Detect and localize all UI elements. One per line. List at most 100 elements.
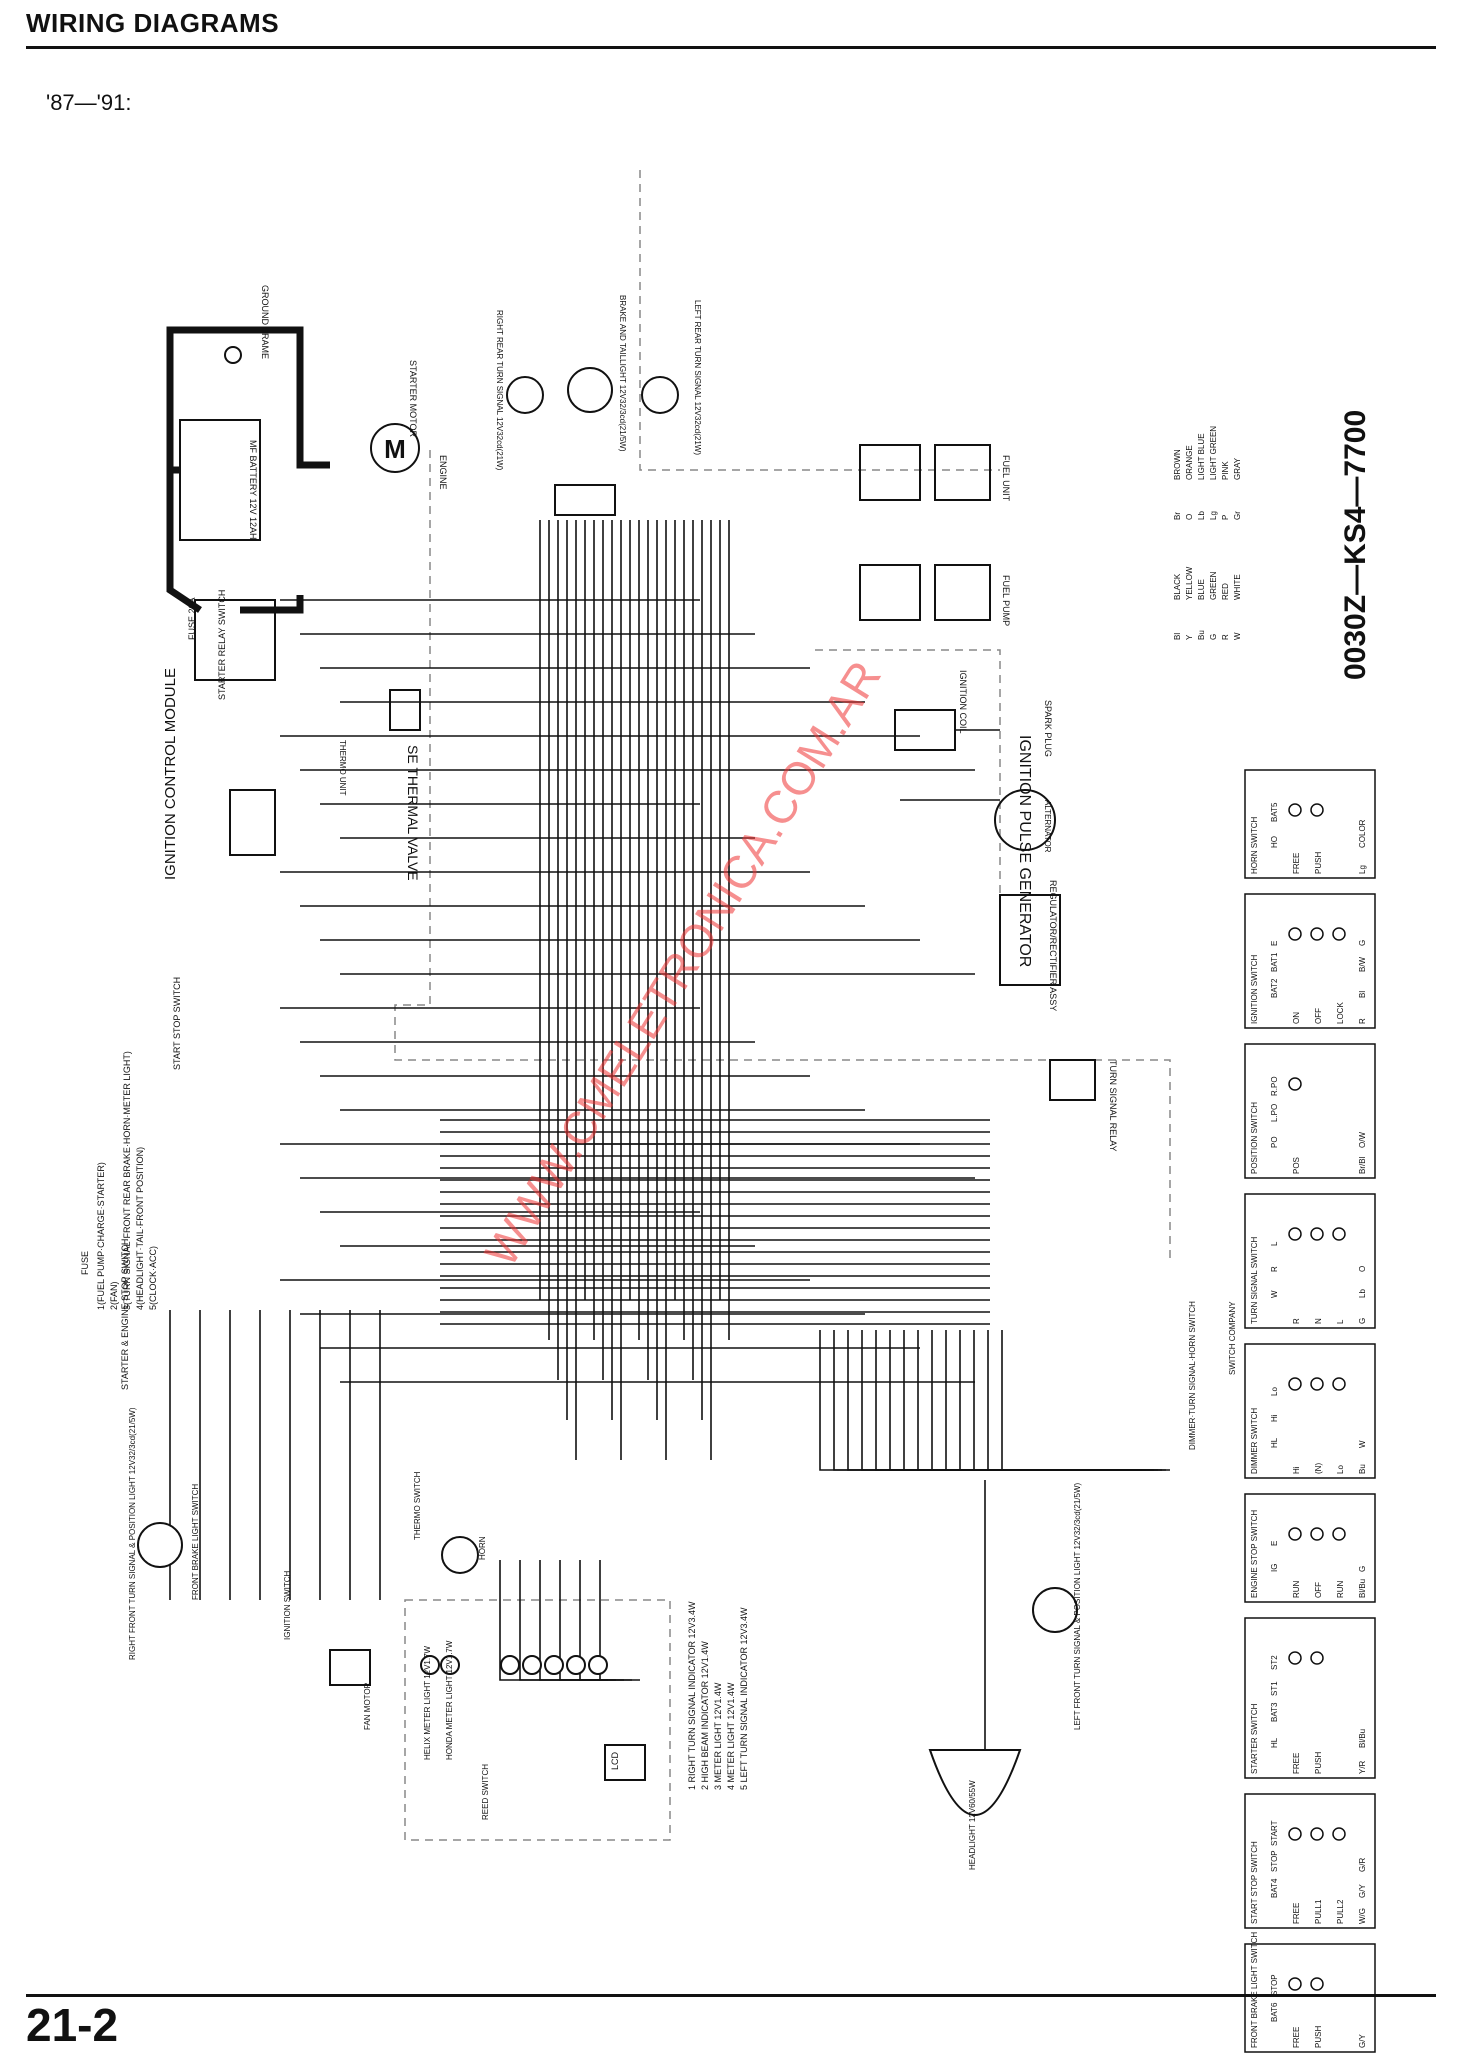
switch-contact-icon: [1310, 1977, 1324, 1991]
switch-contact-icon: [1332, 927, 1346, 941]
switch-table-color: Bl/Bu: [1358, 1729, 1367, 1748]
wire-front: [833, 1330, 1166, 1471]
label-fuse: FUSE: [80, 1251, 90, 1275]
label-ignition-pulse: IGNITION PULSE GENERATOR: [1016, 735, 1033, 967]
switch-table-frame: [1244, 1793, 1376, 1929]
model-years: '87—'91:: [46, 90, 132, 115]
switch-table-color: O/W: [1358, 1132, 1367, 1148]
switch-contact-icon: [1310, 1527, 1324, 1541]
color-code: P: [1221, 515, 1230, 520]
wire-front: [987, 1330, 1122, 1471]
switch-table-row: PUSH: [1314, 2026, 1323, 2048]
switch-table-col: BAT6: [1270, 2002, 1279, 2022]
switch-table-color: W/G: [1358, 1908, 1367, 1924]
page-header: WIRING DIAGRAMS: [26, 8, 280, 38]
switch-table-col: STOP: [1270, 1974, 1279, 1996]
switch-table-frame: [1244, 1493, 1376, 1603]
switch-table-col: HO: [1270, 836, 1279, 848]
switch-contact-icon: [1288, 1377, 1302, 1391]
switch-table-col: L.PO: [1270, 1104, 1279, 1122]
color-code: Br: [1173, 512, 1182, 520]
label-honda-light: HONDA METER LIGHT 12V1.7W: [445, 1640, 454, 1760]
label-front-turn-right: RIGHT FRONT TURN SIGNAL & POSITION LIGHT…: [128, 1407, 137, 1660]
label-thermal-valve: SE THERMAL VALVE: [405, 745, 421, 881]
switch-table-color: R: [1358, 1018, 1367, 1024]
label-fuse-item: 4(HEADLIGHT·TAIL·FRONT POSITION): [135, 1147, 145, 1310]
ignition-module-icon: [229, 789, 276, 856]
switch-table-color: Bl: [1358, 991, 1367, 998]
label-fuel-pump: FUEL PUMP: [1001, 575, 1011, 626]
label-dimmer-cluster: DIMMER·TURN SIGNAL·HORN SWITCH: [1188, 1301, 1197, 1450]
switch-table-col: E: [1270, 1541, 1279, 1546]
label-starter-motor: STARTER MOTOR: [408, 360, 418, 438]
switch-table-row: L: [1336, 1319, 1345, 1324]
label-indicator: 5 LEFT TURN SIGNAL INDICATOR 12V3.4W: [739, 1607, 749, 1790]
label-ignition-module: IGNITION CONTROL MODULE: [162, 668, 179, 880]
rear-bulbs: [506, 367, 679, 516]
label-fuse-item: 2(FAN): [109, 1281, 119, 1310]
color-code: Bu: [1197, 630, 1206, 640]
switch-table-title: TURN SIGNAL SWITCH: [1250, 1237, 1259, 1324]
starter-motor-icon: [370, 423, 420, 473]
watermark: WWW.CMELETRONICA.COM.AR: [474, 652, 891, 1276]
switch-table-color: Lg: [1358, 865, 1367, 874]
switch-table-title: START STOP SWITCH: [1250, 1841, 1259, 1924]
color-name: YELLOW: [1185, 566, 1194, 600]
label-regulator: REGULATOR/RECTIFIER ASSY: [1048, 880, 1058, 1011]
switch-table-col: PO: [1270, 1136, 1279, 1148]
label-fuse-item: 1(FUEL PUMP·CHARGE·STARTER): [96, 1162, 106, 1310]
rear-connector-icon: [554, 484, 616, 516]
color-code: W: [1233, 632, 1242, 640]
fuel-unit-icon: [934, 444, 991, 501]
part-number: 0030Z—KS4—7700: [1339, 410, 1372, 680]
label-ground-frame: GROUND FRAME: [260, 285, 270, 359]
switch-table-color: Bu: [1358, 1464, 1367, 1474]
label-rear-turn-left: LEFT REAR TURN SIGNAL 12V32cd(21W): [693, 300, 702, 455]
switch-contact-icon: [1332, 1527, 1346, 1541]
switch-table-row: FREE: [1292, 1753, 1301, 1774]
honda-lamp-icon: [440, 1655, 460, 1675]
switch-table-row: N: [1314, 1318, 1323, 1324]
switch-table-col: E: [1270, 941, 1279, 946]
color-code: Lb: [1197, 511, 1206, 520]
switch-table-color: O: [1358, 1266, 1367, 1272]
switch-table-color: G: [1358, 940, 1367, 946]
label-indicator: 2 HIGH BEAM INDICATOR 12V1.4W: [700, 1641, 710, 1790]
brake-tail-bulb-icon: [567, 367, 613, 413]
ground-terminal-icon: [224, 346, 242, 364]
switch-table-frame: [1244, 1617, 1376, 1779]
switch-table-col: HL: [1270, 1437, 1279, 1448]
ignition-coil-icon: [894, 709, 956, 751]
switch-table-row: PULL1: [1314, 1899, 1323, 1924]
color-name: BLACK: [1173, 573, 1182, 600]
switch-table-row: RUN: [1336, 1580, 1345, 1598]
switch-table-col: Hi: [1270, 1414, 1279, 1422]
switch-table-row: PUSH: [1314, 1752, 1323, 1774]
switch-table-row: ON: [1292, 1012, 1301, 1024]
thermal-valve-icon: [389, 689, 421, 731]
switch-table-frame: [1244, 1943, 1376, 2053]
switch-table-col: R: [1270, 1266, 1279, 1272]
color-name: PINK: [1221, 461, 1230, 480]
switch-contact-icon: [1288, 1227, 1302, 1241]
switch-contact-icon: [1332, 1227, 1346, 1241]
switch-table-row: FREE: [1292, 1903, 1301, 1924]
color-code: R: [1221, 634, 1230, 640]
label-turn-relay: TURN SIGNAL RELAY: [1108, 1060, 1118, 1152]
switch-table-col: L: [1270, 1241, 1279, 1246]
switch-contact-icon: [1310, 1377, 1324, 1391]
switch-contact-icon: [1288, 1077, 1302, 1091]
wire-front: [889, 1330, 1150, 1471]
color-code: Bl: [1173, 633, 1182, 640]
switch-table-title: FRONT BRAKE LIGHT SWITCH: [1250, 1932, 1259, 2048]
indicator-lamp-icon: [544, 1655, 564, 1675]
indicator-circles: [420, 1655, 608, 1675]
switch-table-title: POSITION SWITCH: [1250, 1102, 1259, 1174]
color-name: LIGHT GREEN: [1209, 426, 1218, 480]
label-fan-motor: FAN MOTOR: [363, 1682, 372, 1730]
switch-table-color: G: [1358, 1318, 1367, 1324]
footer-rule: [26, 1994, 1436, 1997]
